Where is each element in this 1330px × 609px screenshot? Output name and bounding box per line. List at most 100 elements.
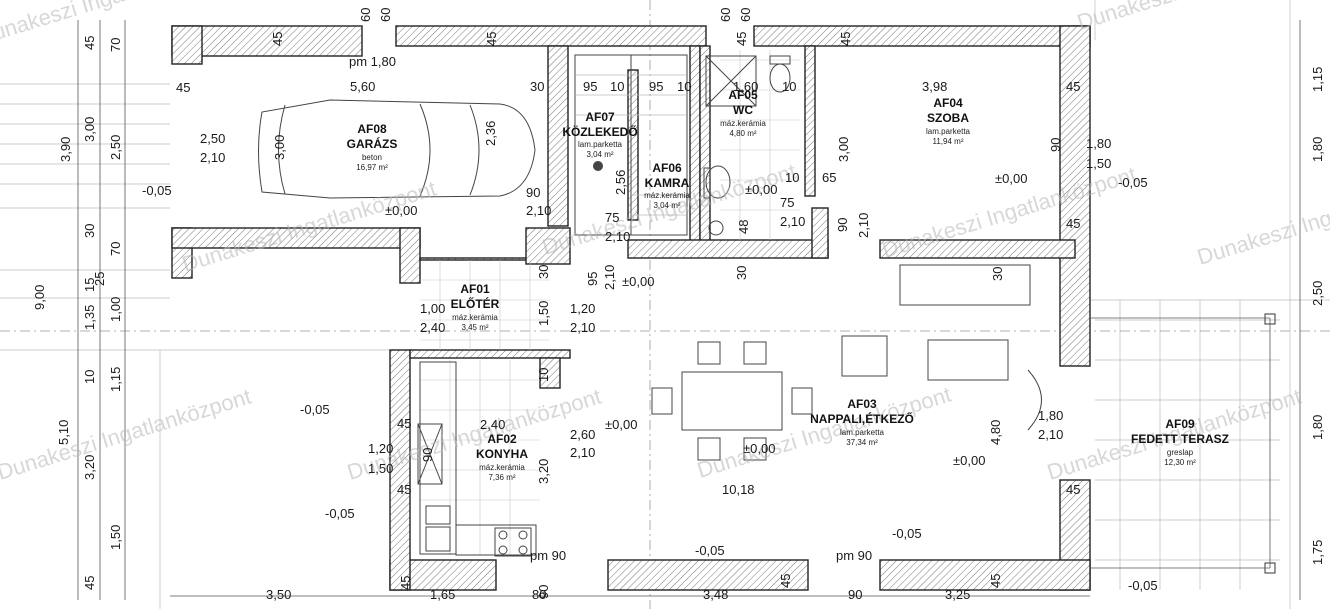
- room-name: WC: [733, 103, 753, 117]
- dimension-label: 1,80: [1310, 137, 1325, 162]
- dimension-label: 4,80: [988, 420, 1003, 445]
- dimension-label: 2,10: [602, 265, 617, 290]
- dims-living: 4,80 1,80 2,10 10,18 45 pm 90 pm 90: [530, 408, 1080, 563]
- dimension-label: 2,60: [570, 427, 595, 442]
- dimension-label: 10: [782, 79, 796, 94]
- dimension-label: 80: [532, 587, 546, 602]
- room-area: 16,97 m²: [356, 163, 388, 172]
- dimension-label: 1,80: [1310, 415, 1325, 440]
- level-markers: ±0,00 ±0,00 ±0,00 ±0,00 ±0,00 ±0,00 ±0,0…: [142, 171, 1158, 593]
- dims-top: 60 60 60 60 45 45 45 45 pm 1,80: [270, 8, 853, 69]
- dimension-label: 2,10: [1038, 427, 1063, 442]
- room-code: AF05: [728, 88, 758, 102]
- dimension-label: 45: [82, 36, 97, 50]
- dimension-label: 45: [734, 32, 749, 46]
- dimension-label: 2,10: [200, 150, 225, 165]
- dims-entry: 1,00 2,40 1,50 1,20 2,10 30: [420, 266, 749, 335]
- dims-right: 1,15 1,80 2,50 1,80 1,75: [1310, 67, 1325, 565]
- dimension-label: 45: [397, 416, 411, 431]
- dimension-label: 1,60: [733, 79, 758, 94]
- dimension-label: pm 90: [836, 548, 872, 563]
- dimension-label: 45: [398, 576, 413, 590]
- dimension-label: 15: [82, 278, 97, 292]
- terrace-columns: [1090, 313, 1276, 574]
- watermark-text: Dunakeszi Ingatlanközpont: [694, 382, 954, 483]
- room-area: 4,80 m²: [729, 129, 756, 138]
- dimension-label: 1,20: [570, 301, 595, 316]
- dimension-label: 3,25: [945, 587, 970, 602]
- room-code: AF01: [460, 282, 490, 296]
- room-area: 11,94 m²: [933, 137, 964, 146]
- dimension-label: 1,00: [420, 301, 445, 316]
- room-floor: máz.kerámia: [644, 191, 690, 200]
- room-floor: máz.kerámia: [720, 119, 766, 128]
- room-area: 3,04 m²: [653, 201, 680, 210]
- dimension-label: 45: [778, 574, 793, 588]
- dimension-label: 3,50: [266, 587, 291, 602]
- dimension-label: 5,60: [350, 79, 375, 94]
- dimension-label: 3,20: [536, 459, 551, 484]
- dimension-label: 3,90: [58, 137, 73, 162]
- dimension-label: 30: [82, 224, 97, 238]
- room-area: 7,36 m²: [488, 473, 515, 482]
- room-code: AF02: [487, 432, 517, 446]
- room-area: 37,34 m²: [846, 438, 878, 447]
- dimension-label: 45: [484, 32, 499, 46]
- room-code: AF03: [847, 397, 877, 411]
- room-name: KONYHA: [476, 447, 528, 461]
- dimension-label: 75: [605, 210, 619, 225]
- kitchen-fixtures: [417, 361, 537, 557]
- dimension-label: 25: [92, 272, 107, 286]
- staircase: [574, 54, 688, 236]
- room-name: GARÁZS: [347, 136, 398, 151]
- dimension-label: 45: [82, 576, 97, 590]
- dimension-label: 2,40: [420, 320, 445, 335]
- dimension-label: 3,00: [272, 135, 287, 160]
- dimension-label: 45: [1066, 79, 1080, 94]
- level-label: ±0,00: [622, 274, 654, 289]
- room-floor: lam.parketta: [578, 140, 623, 149]
- room-floor: greslap: [1167, 448, 1194, 457]
- dimension-label: 60: [378, 8, 393, 22]
- dimension-label: 10: [785, 170, 799, 185]
- dimension-label: 1,80: [1038, 408, 1063, 423]
- dimension-label: 60: [738, 8, 753, 22]
- dimension-label: pm 1,80: [349, 54, 396, 69]
- dims-bottom: 3,50 1,65 3,48 3,25 45 45 45 90 80 90: [266, 574, 1003, 602]
- dimension-label: 10: [677, 79, 691, 94]
- dimension-label: 90: [526, 185, 540, 200]
- dimension-label: 10: [610, 79, 624, 94]
- dimension-label: 2,36: [483, 121, 498, 146]
- dims-hall: 95 10 95 10 1,60 10 2,56 75 2,10 48 30 9…: [536, 79, 796, 290]
- room-af06: AF06 KAMRA máz.kerámia 3,04 m²: [644, 161, 690, 210]
- dimension-label: 45: [1066, 482, 1080, 497]
- room-af09: AF09 FEDETT TERASZ greslap 12,30 m²: [1131, 417, 1229, 467]
- dimension-label: 95: [583, 79, 597, 94]
- dimension-label: 2,10: [526, 203, 551, 218]
- dims-wc: 75 2,10 90 2,10 10 65 3,00: [780, 137, 871, 238]
- level-label: -0,05: [695, 543, 725, 558]
- dimension-label: 1,15: [1310, 67, 1325, 92]
- dimension-label: 65: [822, 170, 836, 185]
- room-area: 12,30 m²: [1164, 458, 1196, 467]
- room-floor: lam.parketta: [926, 127, 971, 136]
- dimension-label: 2,10: [856, 213, 871, 238]
- dimension-label: 5,10: [56, 420, 71, 445]
- dimension-label: 10,18: [722, 482, 755, 497]
- room-name: SZOBA: [927, 111, 969, 125]
- dimension-label: 75: [780, 195, 794, 210]
- level-label: ±0,00: [743, 441, 775, 456]
- dimension-label: 60: [718, 8, 733, 22]
- dimension-label: 30: [734, 266, 749, 280]
- room-code: AF07: [585, 110, 615, 124]
- room-floor: lam.parketta: [840, 428, 885, 437]
- room-af01: AF01 ELŐTÉR máz.kerámia 3,45 m²: [451, 282, 500, 332]
- level-label: -0,05: [300, 402, 330, 417]
- dimension-label: 70: [108, 242, 123, 256]
- room-af05: AF05 WC máz.kerámia 4,80 m²: [720, 88, 766, 138]
- room-name: ELŐTÉR: [451, 296, 500, 311]
- dimension-label: 10: [536, 368, 551, 382]
- room-af08: AF08 GARÁZS beton 16,97 m²: [347, 122, 398, 172]
